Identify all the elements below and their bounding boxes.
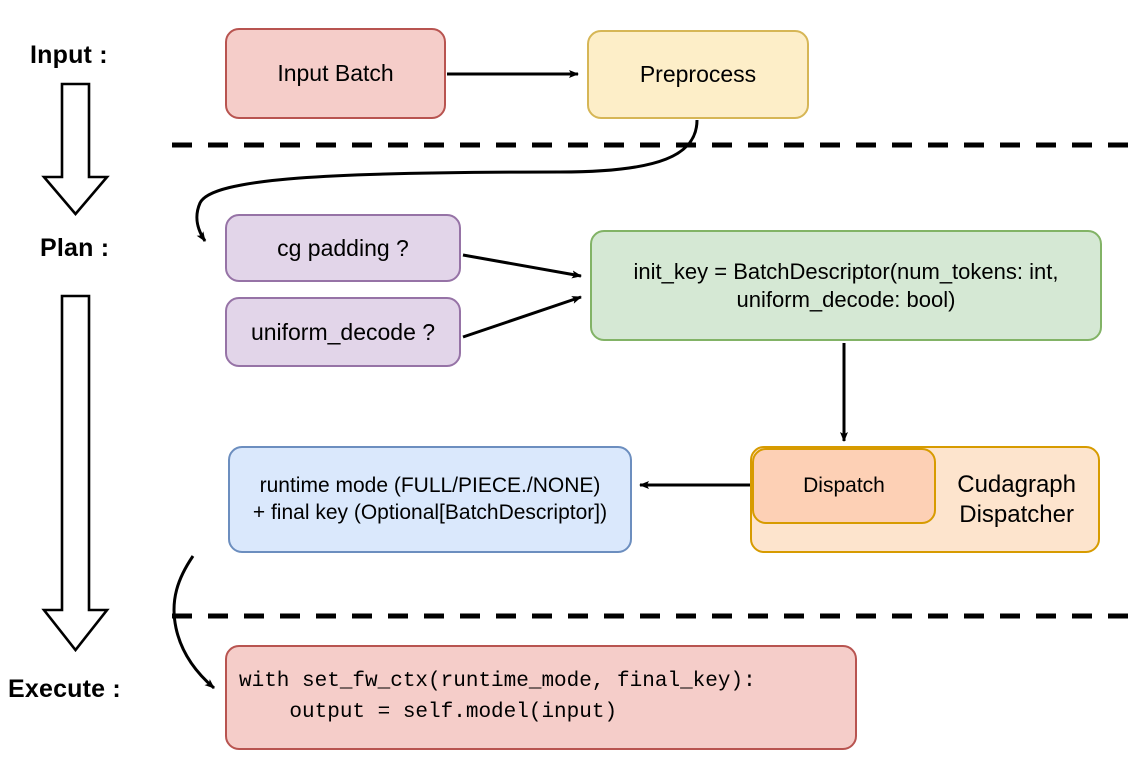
- node-init-key[interactable]: init_key = BatchDescriptor(num_tokens: i…: [590, 230, 1102, 341]
- edge-uniform-decode-to-init-key: [462, 295, 582, 339]
- node-dispatch[interactable]: Dispatch: [752, 448, 936, 524]
- node-input-batch[interactable]: Input Batch: [225, 28, 446, 119]
- edge-runtime-mode-to-code-block: [172, 555, 215, 690]
- node-cg-padding[interactable]: cg padding ?: [225, 214, 461, 282]
- node-uniform-decode[interactable]: uniform_decode ?: [225, 297, 461, 367]
- stage-label-plan: Plan :: [40, 234, 110, 262]
- stage-label-execute: Execute :: [8, 675, 121, 703]
- node-runtime-mode[interactable]: runtime mode (FULL/PIECE./NONE) + final …: [228, 446, 632, 553]
- edge-cg-padding-to-init-key: [462, 253, 582, 279]
- plan-to-execute-arrow: [41, 294, 110, 653]
- input-to-plan-arrow: [41, 82, 110, 217]
- node-preprocess[interactable]: Preprocess: [587, 30, 809, 119]
- node-code-block[interactable]: with set_fw_ctx(runtime_mode, final_key)…: [225, 645, 857, 750]
- stage-label-input: Input :: [30, 41, 108, 69]
